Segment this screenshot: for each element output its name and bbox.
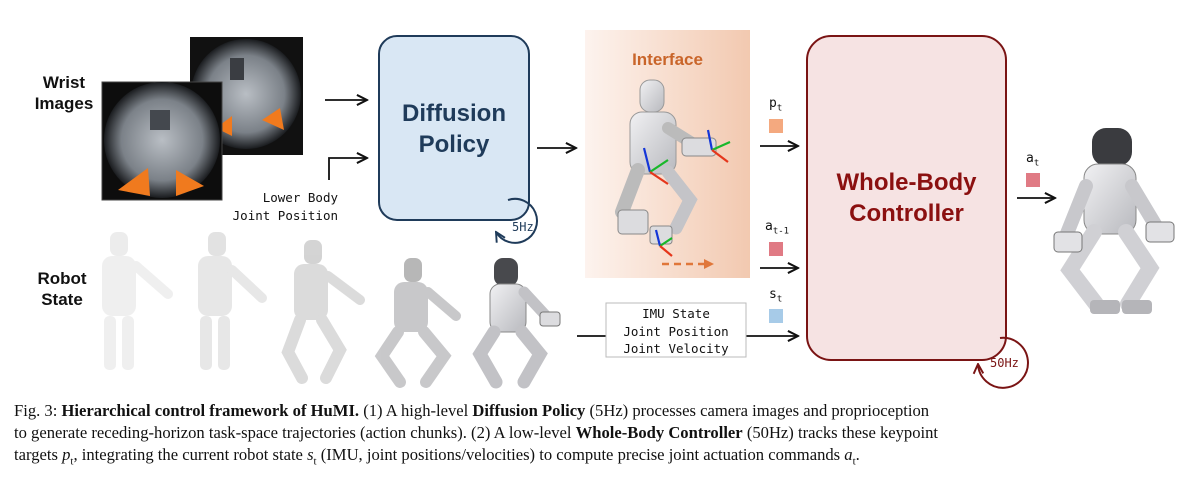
imu-box [605, 302, 747, 358]
imu-state-text: IMU State Joint Position Joint Velocity [623, 306, 729, 356]
output-robot-figure [1053, 128, 1175, 314]
whole-body-controller-label: Whole-Body Controller [836, 169, 977, 228]
robot-state-frame-3 [281, 240, 365, 384]
interface-robot-figure [615, 79, 717, 245]
wrist-image-front [101, 81, 223, 201]
robot-state-frame-1 [102, 232, 173, 370]
framework-diagram [101, 30, 1175, 389]
pt-label: pt [769, 96, 783, 114]
interface-label: Interface [632, 50, 703, 69]
caption-line-1: Fig. 3: Hierarchical control framework o… [14, 401, 930, 420]
caption-line-3: targets pt, integrating the current robo… [14, 445, 860, 468]
diffusion-policy-label: Diffusion Policy [402, 100, 506, 159]
keypoint-axes [642, 129, 731, 257]
policy-rate-label: 5Hz [512, 220, 534, 234]
caption-line-2: to generate receding-horizon task-space … [14, 423, 939, 443]
joint-to-policy-arrow [328, 158, 367, 180]
whole-body-controller-box [806, 35, 1007, 361]
robot-state-frame-2 [198, 232, 267, 370]
pt-square [769, 119, 783, 133]
robot-state-frame-4 [374, 258, 461, 388]
lower-body-joint-label: Lower Body Joint Position [232, 190, 338, 224]
controller-loop-arrow [978, 336, 1029, 389]
trajectory-arrowhead [704, 259, 714, 269]
policy-loop-arrow [496, 197, 538, 244]
at-square [1026, 173, 1040, 187]
robot-state-sequence [102, 232, 561, 389]
controller-rate-label: 50Hz [990, 356, 1019, 370]
figure-caption: Fig. 3: Hierarchical control framework o… [14, 400, 1186, 470]
a-prev-label: at-1 [765, 219, 790, 237]
robot-state-label: Robot State [37, 269, 87, 310]
diffusion-policy-box [378, 35, 530, 221]
at-label: at [1026, 151, 1040, 169]
st-label: st [769, 287, 783, 305]
wrist-images-label: Wrist Images [34, 73, 94, 114]
st-square [769, 309, 783, 323]
a-prev-square [769, 242, 783, 256]
robot-state-frame-5 [472, 258, 561, 389]
